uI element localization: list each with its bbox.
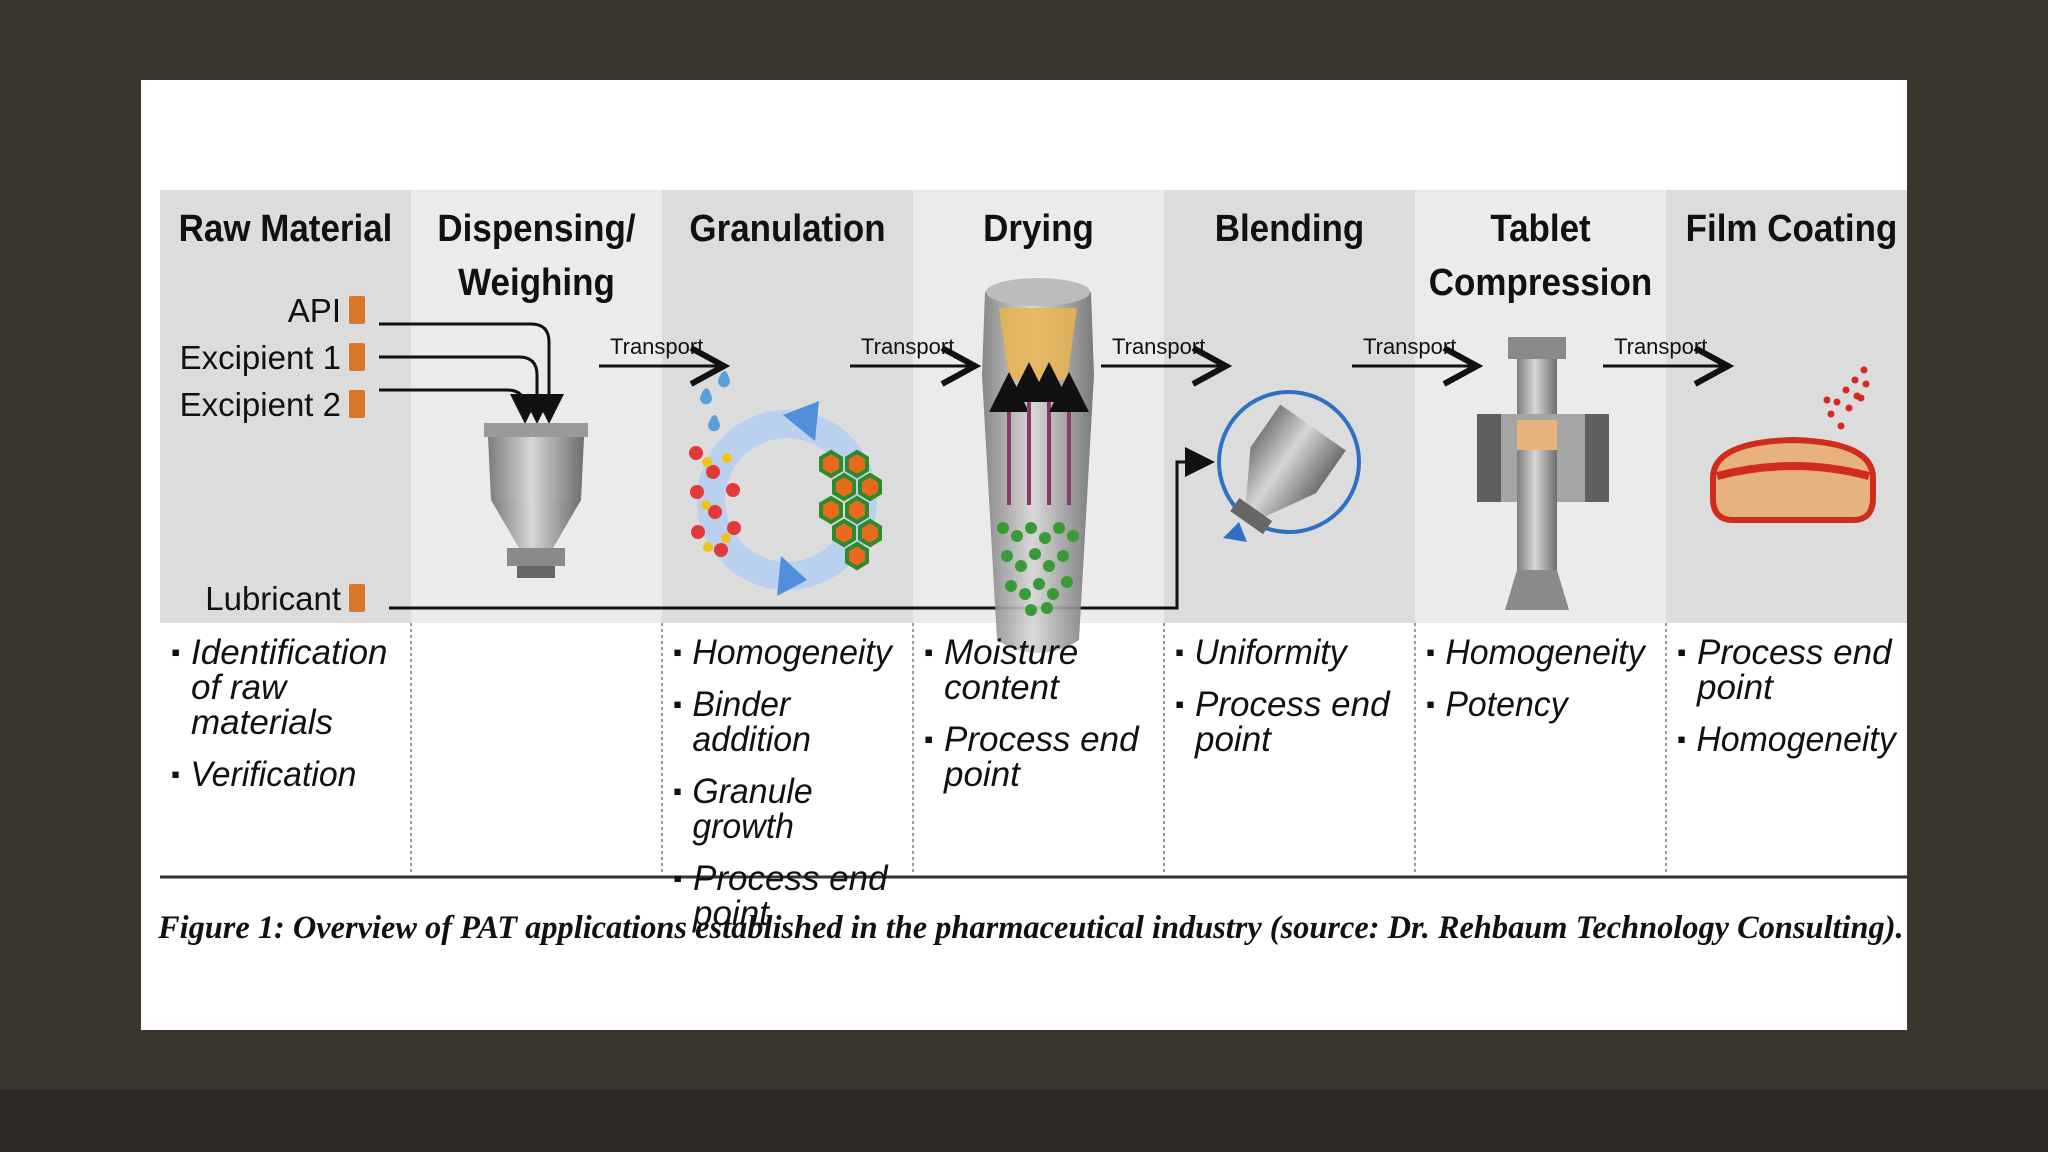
pat-item: Potency xyxy=(1426,687,1658,722)
stage-title-dispensing: Dispensing/ Weighing xyxy=(437,208,636,304)
coated-tablet-icon xyxy=(1710,366,1876,523)
excipient-1-marker xyxy=(349,343,365,371)
pat-item: Process end point xyxy=(924,722,1164,792)
stage-title-drying: Drying xyxy=(983,208,1094,250)
pat-list-raw-material: Identification of raw materials Verifica… xyxy=(171,635,411,809)
pat-item: Uniformity xyxy=(1175,635,1407,670)
column-separators xyxy=(410,623,1667,875)
lubricant-line xyxy=(389,447,1215,610)
band-film-coating xyxy=(1666,190,1907,623)
transport-label: Transport xyxy=(861,334,955,359)
stage-title-granulation: Granulation xyxy=(689,208,886,250)
transport-label: Transport xyxy=(1363,334,1457,359)
fluid-bed-dryer-icon xyxy=(982,278,1094,653)
stage-title-film-coating: Film Coating xyxy=(1685,208,1898,250)
process-diagram xyxy=(160,190,1907,879)
band-raw-material xyxy=(160,190,411,623)
pat-list-blending: Uniformity Process end point xyxy=(1175,635,1415,774)
pat-list-film-coating: Process end point Homogeneity xyxy=(1677,635,1917,774)
hopper-icon xyxy=(484,423,588,578)
pat-item: Verification xyxy=(171,757,403,792)
transport-label: Transport xyxy=(1112,334,1206,359)
lubricant-marker xyxy=(349,584,365,612)
bin-blender-icon xyxy=(1217,390,1361,542)
stage-title-blending: Blending xyxy=(1214,208,1365,250)
feed-lines xyxy=(379,322,1215,610)
material-label-excipient-2: Excipient 2 xyxy=(179,386,341,423)
pat-item: Process end point xyxy=(1677,635,1917,705)
pat-list-tablet-compression: Homogeneity Potency xyxy=(1426,635,1666,739)
pat-list-granulation: Homogeneity Binder addition Granule grow… xyxy=(673,635,913,948)
figure-card: Raw Material Dispensing/ Weighing Granul… xyxy=(141,80,1907,1030)
stage-title-tablet-compression: Tablet Compression xyxy=(1428,208,1653,304)
material-markers xyxy=(349,296,365,612)
transport-label: Transport xyxy=(1614,334,1708,359)
excipient-2-marker xyxy=(349,390,365,418)
pat-item: Homogeneity xyxy=(1426,635,1658,670)
pat-item: Process end point xyxy=(673,861,913,931)
tablet-press-icon xyxy=(1477,337,1609,610)
pat-item: Moisture content xyxy=(924,635,1164,705)
transport-label: Transport xyxy=(610,334,704,359)
pat-item: Granule growth xyxy=(673,774,905,844)
pat-list-drying: Moisture content Process end point xyxy=(924,635,1164,809)
pat-item: Process end point xyxy=(1175,687,1415,757)
figure-caption: Figure 1: Overview of PAT applications e… xyxy=(158,910,1904,946)
background-bottom-band xyxy=(0,1090,2048,1152)
material-label-api: API xyxy=(287,292,341,329)
pat-item: Homogeneity xyxy=(673,635,905,670)
material-label-lubricant: Lubricant xyxy=(205,580,341,617)
pat-item: Binder addition xyxy=(673,687,905,757)
pat-item: Homogeneity xyxy=(1677,722,1909,757)
material-label-excipient-1: Excipient 1 xyxy=(179,339,341,376)
stage-title-raw-material: Raw Material xyxy=(178,208,393,250)
band-granulation xyxy=(662,190,913,623)
pat-item: Identification of raw materials xyxy=(171,635,411,740)
granulation-cycle-icon xyxy=(689,371,882,596)
band-blending xyxy=(1164,190,1415,623)
api-marker xyxy=(349,296,365,324)
